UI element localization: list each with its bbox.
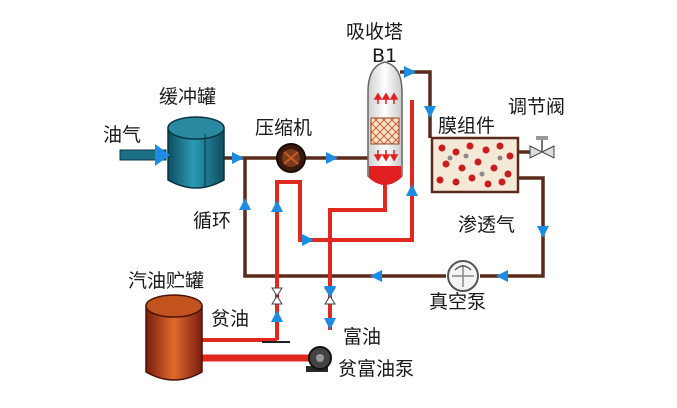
- vacuum-pump-icon: [447, 260, 479, 292]
- rich-oil-label: 富油: [343, 326, 381, 348]
- absorber-tower: [367, 61, 403, 185]
- flow-arrow-icon: [155, 66, 549, 330]
- gasoline-storage-tank: [145, 294, 203, 381]
- permeate-label: 渗透气: [458, 214, 515, 236]
- buffer-tank-label: 缓冲罐: [159, 86, 216, 108]
- valve-icon: [529, 136, 555, 159]
- oil-pump-icon: [306, 346, 332, 372]
- membrane-label: 膜组件: [438, 115, 495, 137]
- lean-oil-label: 贫油: [211, 308, 249, 330]
- membrane-module: [430, 136, 520, 194]
- absorber-label: 吸收塔: [346, 21, 403, 43]
- compressor-icon: [276, 143, 306, 173]
- oil-pump-label: 贫富油泵: [338, 358, 414, 380]
- buffer-tank: [167, 116, 225, 189]
- lean-oil-valve-icon: [271, 287, 283, 305]
- vacuum-pump-label: 真空泵: [429, 291, 486, 313]
- valve-label: 调节阀: [508, 96, 565, 118]
- absorber-id-label: B1: [372, 45, 397, 67]
- circulation-label: 循环: [193, 210, 231, 232]
- oil-gas-label: 油气: [103, 124, 141, 146]
- compressor-label: 压缩机: [255, 117, 312, 139]
- gasoline-tank-label: 汽油贮罐: [128, 270, 204, 292]
